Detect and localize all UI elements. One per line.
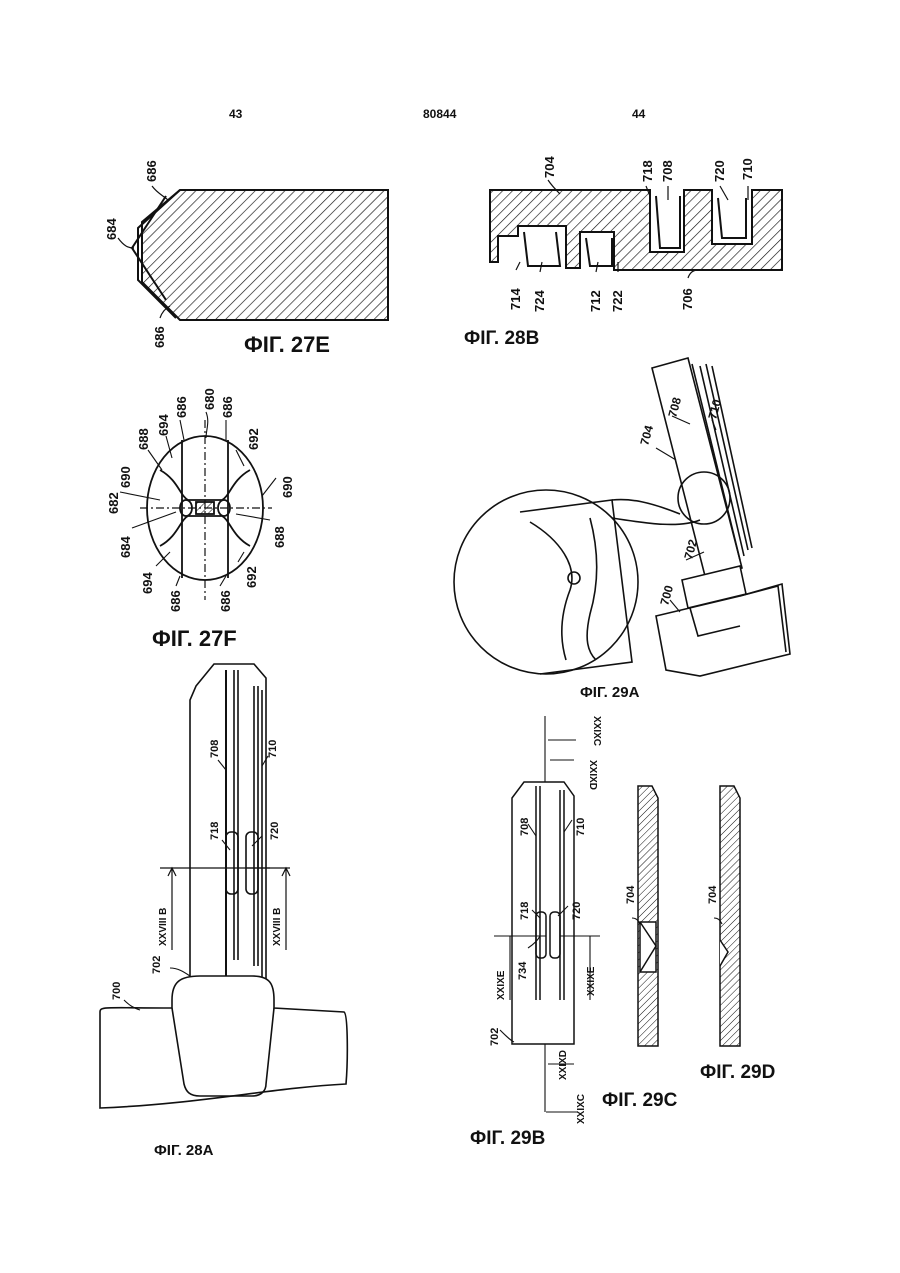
fig-28a-label-section-right: XXVIII B [272,908,283,946]
fig-27f-label-686-b: 686 [220,396,235,418]
fig-27f-label-688-a: 688 [136,428,151,450]
fig-28b-label-718: 718 [640,160,655,182]
fig-27f-label-686-a: 686 [174,396,189,418]
fig-28b-label-706: 706 [680,288,695,310]
fig-28b-label-712: 712 [588,290,603,312]
fig-28b-label-710: 710 [740,158,755,180]
fig-29d-drawing [720,786,740,1046]
fig-27e-hatched-body [142,190,388,320]
fig-27f-label-688-b: 688 [272,526,287,548]
fig-28b-groove-712 [586,238,612,266]
fig-29b-label-section-e-right: XXIXE [586,966,597,996]
fig-29c-drawing [638,786,658,1046]
fig-27f-label-694-a: 694 [156,414,171,436]
fig-27f-label-682: 682 [106,492,121,514]
fig-27f-label-694-b: 694 [140,572,155,594]
fig-29a-label-702: 702 [681,537,700,560]
fig-29b-label-720: 720 [571,902,583,920]
fig-29b-label-734: 734 [517,961,529,980]
fig-28b-groove-708 [656,196,680,248]
fig-27f-label-680: 680 [202,388,217,410]
fig-29b-label-section-e-left: XXIXE [496,970,507,1000]
fig-28a-label-700: 700 [111,982,123,1000]
fig-27e-label-686-bottom: 686 [152,326,167,348]
fig-27f-label-684: 684 [118,536,133,558]
fig-29c-hatched-section [638,786,658,1046]
fig-29b-label-section-d-top: XXIXD [587,760,598,790]
fig-29c-label-704: 704 [625,885,637,904]
fig-27e-label-684: 684 [104,218,119,240]
fig-29b-label-708: 708 [519,818,531,836]
fig-28a-label-720: 720 [269,822,281,840]
fig-29b-label-702: 702 [489,1028,501,1046]
fig-27e-drawing [118,186,388,320]
fig-28a-label-702: 702 [151,956,163,974]
fig-29d-hatched-section [720,786,740,1046]
fig-28a-label-710: 710 [267,740,279,758]
fig-29b-label-section-d-bottom: XXIXD [558,1050,569,1080]
fig-28b-caption: ФІГ. 28B [464,328,539,350]
fig-29b-label-section-c-top: XXIXC [591,716,602,746]
fig-28a-label-718: 718 [209,822,221,840]
fig-27e-caption: ФІГ. 27E [244,332,330,358]
fig-27e-leader-686a [152,186,168,200]
fig-28a-caption: ФІГ. 28A [154,1142,213,1159]
fig-28b-label-714: 714 [508,288,523,310]
fig-28b-label-704: 704 [542,156,557,178]
fig-29b-label-710: 710 [575,818,587,836]
fig-28a-label-708: 708 [209,740,221,758]
fig-27e-label-686-top: 686 [144,160,159,182]
fig-28a-drawing [100,664,347,1108]
fig-29b-label-section-c-bottom: XXIXC [576,1094,587,1124]
fig-29b-drawing [494,716,600,1112]
fig-28b-label-724: 724 [532,290,547,312]
fig-27f-label-686-d: 686 [218,590,233,612]
fig-29a-label-704: 704 [637,423,656,446]
fig-27f-label-690-b: 690 [280,476,295,498]
fig-28b-drawing [490,190,782,270]
fig-28a-label-section-left: XXVIII B [158,908,169,946]
fig-28a-handle [100,976,347,1108]
fig-27f-label-692-b: 692 [244,566,259,588]
fig-28b-label-708: 708 [660,160,675,182]
fig-29c-caption: ФІГ. 29C [602,1090,677,1112]
fig-29b-caption: ФІГ. 29B [470,1128,545,1150]
fig-27f-label-686-c: 686 [168,590,183,612]
fig-29a-magnified-view [454,490,638,674]
fig-27e-leader-684 [118,238,134,248]
fig-28b-label-720: 720 [712,160,727,182]
fig-27f-label-690-a: 690 [118,466,133,488]
fig-29a-drawing [454,358,790,676]
fig-29d-label-704: 704 [707,885,719,904]
fig-27f-label-692-a: 692 [246,428,261,450]
fig-28b-label-722: 722 [610,290,625,312]
fig-29b-label-718: 718 [519,902,531,920]
fig-28b-groove-714 [524,232,560,266]
fig-29d-caption: ФІГ. 29D [700,1062,775,1084]
fig-27f-caption: ФІГ. 27F [152,626,237,652]
fig-29a-caption: ФІГ. 29A [580,684,639,701]
fig-28b-groove-710 [718,198,746,238]
